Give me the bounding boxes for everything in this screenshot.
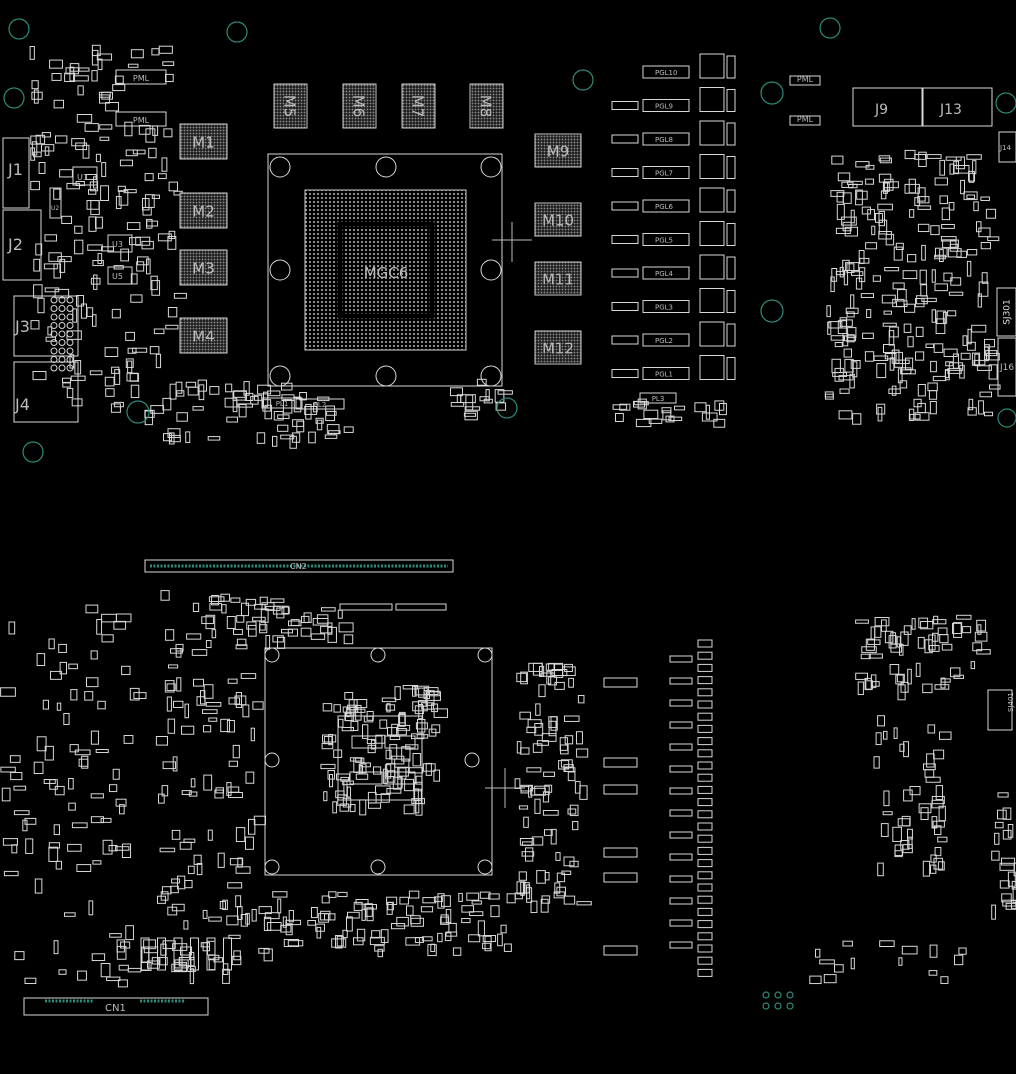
memory-chip-M2[interactable]: M2 [179,192,228,229]
pl-part[interactable]: PL1 [261,397,303,409]
connector-j2[interactable]: J2 [2,209,42,281]
component-layer [0,44,1016,988]
svg-text:PL3: PL3 [652,395,665,403]
pml-part[interactable]: PML [789,75,821,86]
memory-label: M7 [409,95,427,118]
svg-text:J16: J16 [999,363,1014,373]
memory-chip-M6[interactable]: M6 [342,83,377,129]
memory-label: M9 [547,143,570,161]
inductor-PGL1[interactable]: PGL1 [642,367,690,380]
svg-text:U2: U2 [51,205,59,212]
connector-j13[interactable]: J13 [922,87,993,127]
inductor-PGL6[interactable]: PGL6 [642,199,690,213]
svg-text:PGL9: PGL9 [655,103,673,111]
svg-text:U1: U1 [77,173,88,182]
memory-chip-M12[interactable]: M12 [534,330,582,365]
memory-label: M5 [281,95,299,118]
inductor-PGL4[interactable]: PGL4 [642,266,690,280]
memory-label: M11 [542,271,574,289]
svg-text:PGL5: PGL5 [655,237,673,245]
sj301-label: SJ301 [1003,299,1013,325]
connector-j16[interactable]: J16 [997,337,1016,397]
gpu-label: MGC6 [364,264,409,282]
memory-label: M3 [192,260,215,278]
ic-u1[interactable]: U1 [72,166,98,186]
connector-sj301[interactable]: SJ301 [996,287,1016,337]
connector-j1[interactable]: J1 [2,137,30,209]
svg-text:PML: PML [797,115,814,124]
pml-part[interactable]: PML [789,115,821,126]
svg-text:PGL1: PGL1 [655,371,673,379]
svg-text:PML: PML [797,75,814,84]
svg-text:PGL4: PGL4 [655,270,674,278]
inductor-PGL10[interactable]: PGL10 [642,65,690,79]
svg-text:PML: PML [133,116,150,125]
crosshair-top [492,222,532,262]
memory-chip-M10[interactable]: M10 [534,202,582,237]
connector-pins [50,296,74,372]
svg-text:PGL2: PGL2 [655,337,673,345]
ic-u5[interactable]: U5 [107,266,133,285]
inductor-PGL7[interactable]: PGL7 [642,166,690,179]
svg-text:J1: J1 [7,160,23,179]
connector-j3[interactable]: J3 [13,295,79,357]
pml-part[interactable]: PML [115,111,167,127]
connector-j14[interactable]: J14 [998,131,1016,163]
inductor-PGL5[interactable]: PGL5 [642,233,690,246]
svg-text:PGL7: PGL7 [655,170,673,178]
svg-text:CN1: CN1 [105,1003,126,1014]
memory-label: M4 [192,328,215,346]
memory-chip-M7[interactable]: M7 [401,83,436,129]
ic-u2[interactable]: U2 [49,187,62,219]
svg-text:J4: J4 [14,395,30,414]
gpu-package[interactable]: MGC6 [267,153,503,387]
svg-text:PGL6: PGL6 [655,203,674,211]
pml-part[interactable]: PML [115,69,167,85]
memory-label: M1 [192,134,215,152]
memory-chip-M4[interactable]: M4 [179,317,228,354]
memory-label: M10 [542,212,574,230]
svg-text:CN2: CN2 [290,562,307,571]
memory-label: M6 [350,95,368,118]
svg-text:J9: J9 [874,102,888,118]
memory-label: M8 [477,95,495,118]
memory-chip-M8[interactable]: M8 [469,83,504,129]
svg-text:PGL3: PGL3 [655,304,673,312]
inductor-PGL2[interactable]: PGL2 [642,333,690,347]
svg-text:PGL8: PGL8 [655,136,673,144]
memory-chip-M9[interactable]: M9 [534,133,582,168]
connector-j4[interactable]: J4 [13,361,79,423]
svg-text:J3: J3 [14,317,30,336]
mounting-holes [3,17,1016,1010]
memory-chip-M3[interactable]: M3 [179,249,228,286]
connector-sj401[interactable]: SJ401 [987,689,1015,731]
svg-text:PL1: PL1 [276,400,289,408]
memory-label: M2 [192,203,215,221]
memory-chip-M1[interactable]: M1 [179,123,228,160]
memory-chip-M5[interactable]: M5 [273,83,308,129]
svg-text:J2: J2 [7,235,23,254]
crosshair-bottom [485,768,525,808]
svg-text:J13: J13 [939,102,962,118]
svg-text:U5: U5 [112,272,123,281]
svg-text:PGL10: PGL10 [655,69,677,77]
connector-cn1[interactable]: CN1 [23,997,209,1016]
memory-label: M12 [542,340,574,358]
connector-cn2[interactable]: CN2 [144,559,454,573]
svg-text:PL2: PL2 [314,401,327,409]
inductor-PGL8[interactable]: PGL8 [642,132,690,146]
connector-j9[interactable]: J9 [852,87,923,127]
gpu-package-bottom[interactable] [264,647,493,876]
svg-text:PML: PML [133,74,150,83]
pl-part[interactable]: PL3 [639,392,677,404]
ic-u3[interactable]: U3 [107,234,133,253]
inductor-PGL9[interactable]: PGL9 [642,99,690,112]
svg-text:J14: J14 [999,144,1012,152]
pl-part[interactable]: PL2 [295,398,345,410]
memory-chip-M11[interactable]: M11 [534,261,582,296]
svg-text:SJ401: SJ401 [1007,692,1015,712]
inductor-PGL3[interactable]: PGL3 [642,300,690,313]
svg-text:U3: U3 [112,240,123,249]
